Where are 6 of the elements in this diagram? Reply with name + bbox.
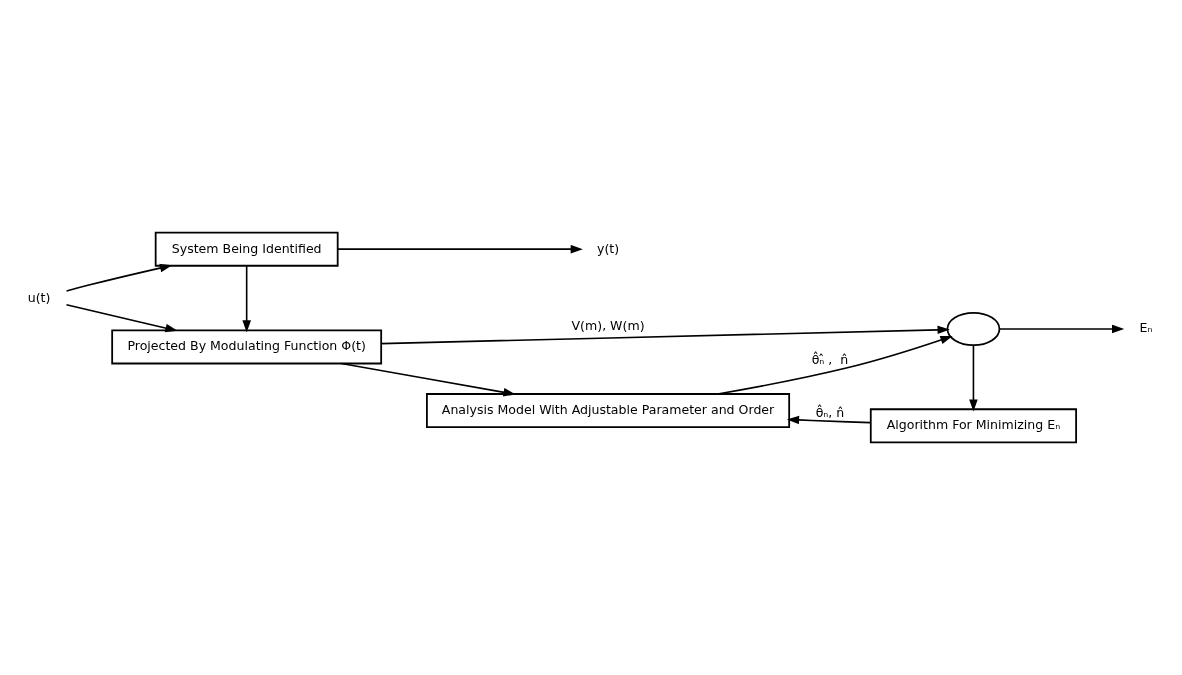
edge-label: θ̂ₙ, n̂	[815, 405, 845, 421]
edge-label: θ̂ₙ̂ , n̂	[811, 352, 849, 368]
node-text: Eₙ	[1139, 320, 1153, 336]
node-text: y(t)	[596, 240, 620, 256]
node-text: u(t)	[27, 289, 51, 305]
edge-label: V(m), W(m)	[571, 318, 645, 334]
